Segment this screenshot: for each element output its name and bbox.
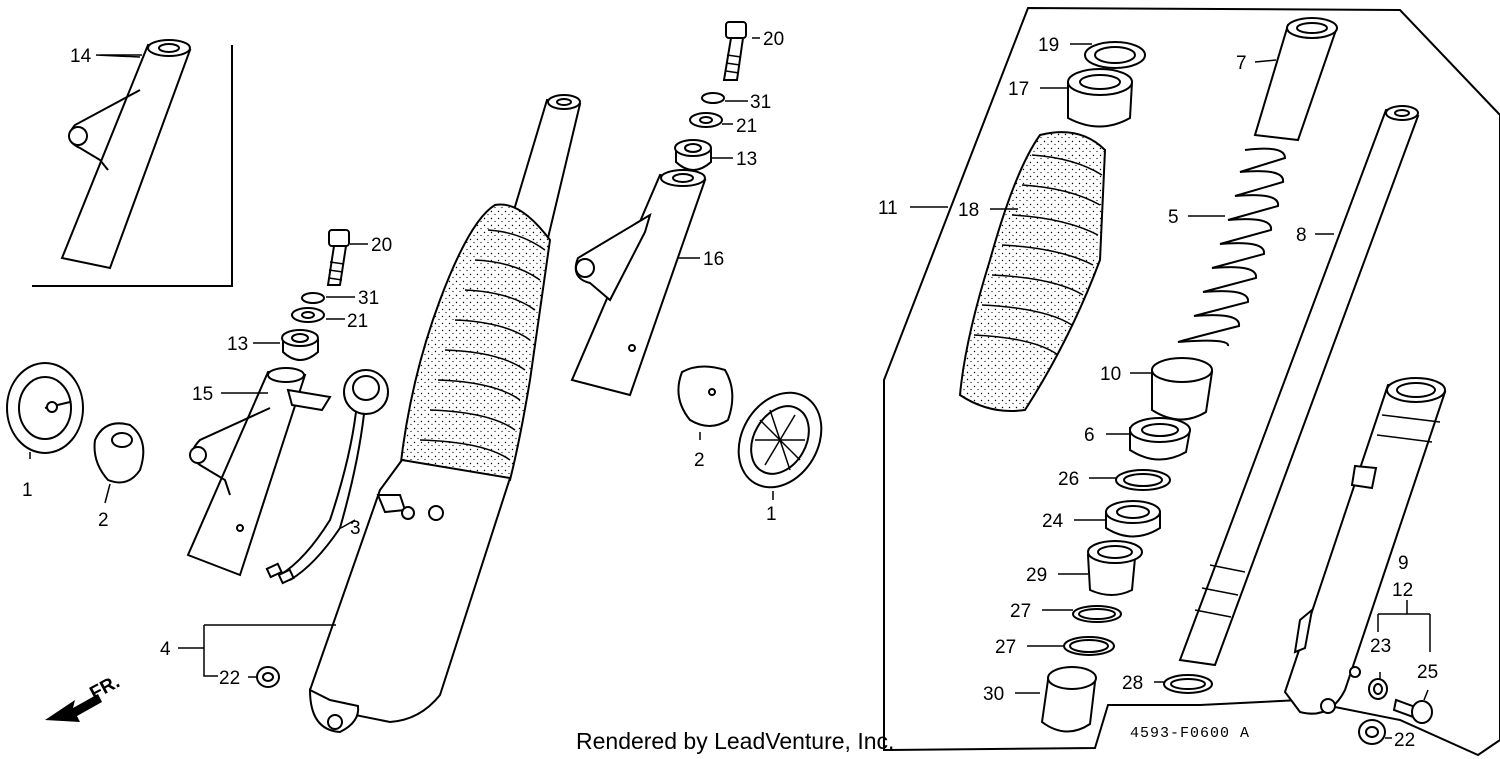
part-21-washer-left[interactable] — [291, 307, 325, 323]
label-3: 3 — [350, 518, 361, 539]
label-25: 25 — [1417, 662, 1438, 683]
part-16-fork-cover-right[interactable] — [570, 169, 707, 397]
part-26-clip[interactable] — [1115, 469, 1171, 491]
leader-lines — [29, 37, 1431, 739]
label-1-right: 1 — [766, 504, 777, 525]
part-10-collar[interactable] — [1151, 357, 1214, 421]
part-7-fork-tube-cap[interactable] — [1253, 17, 1338, 142]
part-25-drain-bolt[interactable] — [1392, 698, 1433, 724]
part-31-washer-right[interactable] — [701, 92, 725, 104]
label-16: 16 — [703, 249, 724, 270]
label-8: 8 — [1296, 225, 1307, 246]
label-9: 9 — [1398, 553, 1409, 574]
part-14-headlight-bracket[interactable] — [60, 39, 192, 270]
part-23-washer[interactable] — [1368, 678, 1388, 700]
label-13-left: 13 — [227, 334, 248, 355]
label-6: 6 — [1084, 425, 1095, 446]
front-direction-arrow-icon — [45, 694, 102, 722]
part-6-seal-cap[interactable] — [1129, 417, 1192, 461]
label-22-right: 22 — [1394, 730, 1415, 751]
label-21-left: 21 — [347, 311, 368, 332]
footer-credit: Rendered by LeadVenture, Inc. — [576, 728, 894, 754]
part-28-stopper-ring[interactable] — [1163, 674, 1213, 694]
label-2-left: 2 — [98, 510, 109, 531]
label-14: 14 — [70, 46, 92, 67]
part-31-washer-left[interactable] — [301, 292, 325, 304]
label-18: 18 — [958, 200, 979, 221]
label-31-left: 31 — [358, 288, 379, 309]
exploded-section-frame — [883, 6, 1500, 757]
label-11: 11 — [878, 198, 898, 219]
part-18-fork-boot[interactable] — [958, 131, 1107, 412]
label-22-left: 22 — [219, 668, 240, 689]
part-15-fork-cover-left[interactable] — [186, 367, 332, 577]
part-27-ring-a[interactable] — [1072, 605, 1122, 623]
part-9-outer-fork-tube[interactable] — [1283, 377, 1447, 715]
label-31-right: 31 — [750, 92, 771, 113]
label-13-right: 13 — [736, 149, 757, 170]
label-7: 7 — [1236, 53, 1247, 74]
part-20-bolt-right[interactable] — [722, 21, 747, 81]
label-30: 30 — [983, 684, 1004, 705]
label-10: 10 — [1100, 364, 1121, 385]
label-27-a: 27 — [1010, 601, 1031, 622]
label-17: 17 — [1008, 79, 1029, 100]
label-28: 28 — [1122, 673, 1143, 694]
label-1-left: 1 — [22, 480, 33, 501]
part-21-washer-right[interactable] — [689, 112, 723, 128]
label-23: 23 — [1370, 636, 1391, 657]
label-12: 12 — [1392, 580, 1413, 601]
label-24: 24 — [1042, 511, 1064, 532]
label-15: 15 — [192, 384, 213, 405]
label-4: 4 — [160, 639, 171, 660]
label-20-left: 20 — [371, 235, 392, 256]
part-1-reflector-left[interactable] — [6, 362, 84, 454]
label-2-right: 2 — [694, 450, 705, 471]
diagram-code: 4593-F0600 A — [1130, 725, 1250, 742]
part-13-grommet-right[interactable] — [674, 139, 712, 171]
part-8-inner-fork-tube[interactable] — [1178, 105, 1420, 667]
part-30-slider-bushing[interactable] — [1040, 666, 1097, 733]
part-20-bolt-left[interactable] — [326, 229, 350, 286]
part-2-reflector-mount-left[interactable] — [93, 422, 145, 484]
part-1-reflector-right[interactable] — [722, 378, 838, 503]
part-3-turn-signal-wire[interactable] — [265, 369, 389, 585]
inset-frame — [32, 45, 233, 287]
part-27-ring-b[interactable] — [1063, 636, 1115, 656]
part-5-spring[interactable] — [1177, 147, 1287, 347]
part-29-guide-bushing[interactable] — [1086, 540, 1143, 596]
label-27-b: 27 — [995, 637, 1016, 658]
label-19: 19 — [1038, 35, 1059, 56]
part-22-washer-right[interactable] — [1358, 719, 1386, 745]
part-4-fork-assembly[interactable] — [308, 94, 582, 734]
part-17-boot-cap[interactable] — [1067, 68, 1134, 128]
label-5: 5 — [1168, 207, 1179, 228]
part-19-ring[interactable] — [1084, 41, 1146, 69]
part-2-reflector-mount-right[interactable] — [677, 365, 734, 427]
label-20-right: 20 — [763, 29, 784, 50]
label-21-right: 21 — [736, 116, 757, 137]
part-24-oil-seal[interactable] — [1105, 500, 1161, 538]
part-13-grommet-left[interactable] — [281, 329, 319, 361]
part-22-washer-left[interactable] — [256, 666, 280, 688]
label-29: 29 — [1026, 565, 1047, 586]
label-26: 26 — [1058, 469, 1079, 490]
